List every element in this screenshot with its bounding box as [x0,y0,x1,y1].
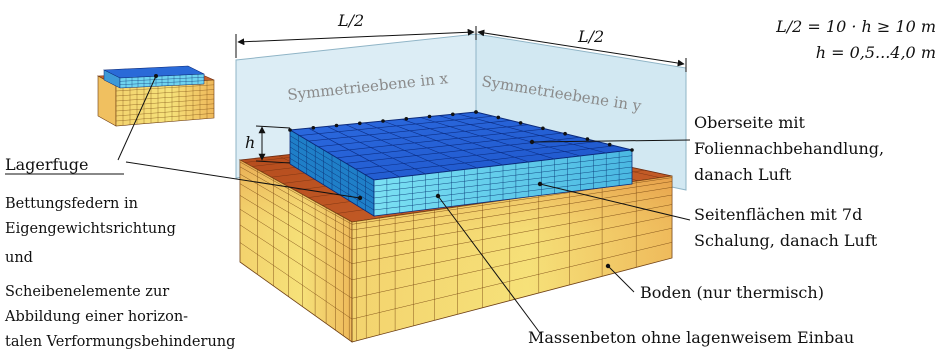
dim-label-left: L/2 [337,11,364,30]
label-bettung-1: Bettungsfedern in [5,196,138,212]
label-scheibe-1: Scheibenelemente zur [5,284,169,300]
formula-line-1: L/2 = 10 · h ≥ 10 m [775,17,936,36]
leader-boden [607,265,635,293]
concrete-slab [288,110,634,217]
inset-model [96,65,215,127]
leader-oberseite [531,139,691,143]
label-boden: Boden (nur thermisch) [640,283,824,302]
dim-label-right: L/2 [577,27,604,46]
leader-seiten [539,183,691,221]
dimension-lines [235,26,687,164]
label-massenbeton: Massenbeton ohne lagenweisem Einbau [528,328,854,347]
dim-arrow-right [477,29,685,67]
label-oberseite-3: danach Luft [694,165,792,184]
formula-line-2: h = 0,5...4,0 m [816,43,936,62]
label-seiten-2: Schalung, danach Luft [694,231,878,250]
dim-arrow-left [237,28,475,46]
label-lagerfuge: Lagerfuge [5,155,88,174]
label-seiten-1: Seitenflächen mit 7d [694,205,862,224]
label-bettung-2: Eigengewichtsrichtung [5,221,176,237]
leader-lines [117,75,691,334]
label-oberseite-2: Foliennachbehandlung, [694,139,884,158]
label-scheibe-3: talen Verformungsbehinderung [5,334,235,350]
leader-massen [437,195,541,334]
leader-lagerfuge-main [125,161,361,199]
label-scheibe-2: Abbildung einer horizon- [4,309,188,325]
dim-label-h: h [245,133,255,152]
label-und: und [5,250,33,266]
leader-lagerfuge-inset [117,75,157,161]
label-oberseite-1: Oberseite mit [694,113,806,132]
